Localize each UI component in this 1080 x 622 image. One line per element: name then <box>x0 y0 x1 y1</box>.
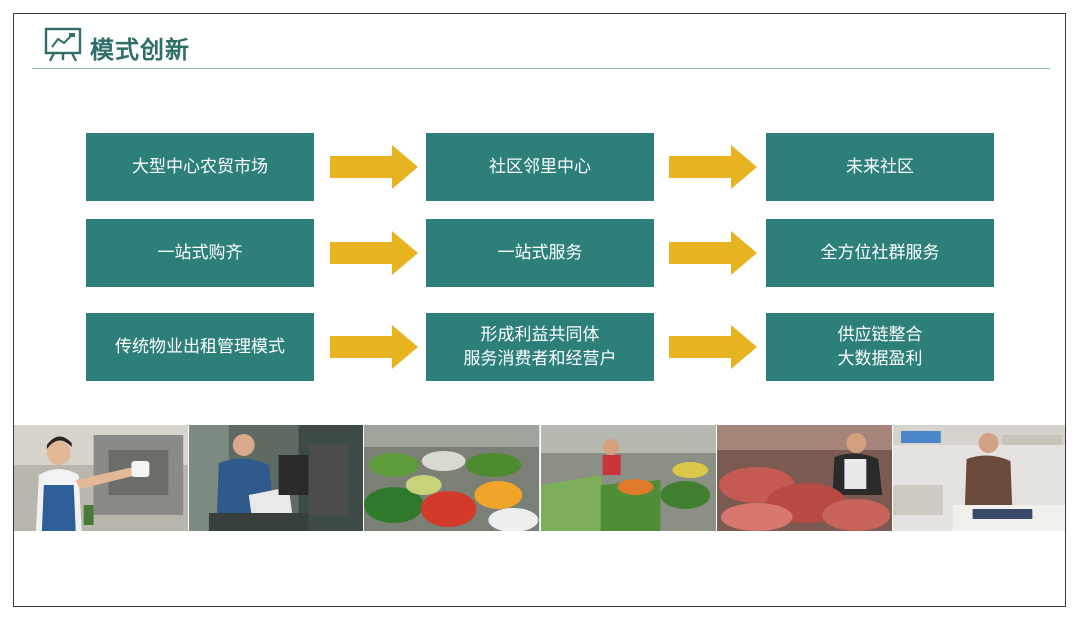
box-text: 一站式购齐 <box>157 243 243 263</box>
row2-box2: 一站式服务 <box>426 219 654 287</box>
arrow-right-icon <box>330 231 418 275</box>
arrow-right-icon <box>669 231 757 275</box>
box-text: 大型中心农贸市场 <box>132 157 268 177</box>
row2-box1: 一站式购齐 <box>86 219 314 287</box>
box-text-line2: 大数据盈利 <box>837 349 923 369</box>
row3-box3: 供应链整合 大数据盈利 <box>766 313 994 381</box>
arrow-right-icon <box>669 145 757 189</box>
box-text: 全方位社群服务 <box>820 243 940 263</box>
photo-strip <box>14 425 1065 531</box>
box-text-line2: 服务消费者和经营户 <box>463 349 617 369</box>
tailor-shop-photo <box>892 425 1065 531</box>
box-text-line1: 供应链整合 <box>837 325 923 345</box>
butcher-meat-photo <box>716 425 893 531</box>
row1-box1: 大型中心农贸市场 <box>86 133 314 201</box>
arrow-right-icon <box>330 145 418 189</box>
vegetable-stall-photo <box>364 425 541 531</box>
box-text: 未来社区 <box>846 157 914 177</box>
box-text: 一站式服务 <box>497 243 583 263</box>
row3-box2: 形成利益共同体 服务消费者和经营户 <box>426 313 654 381</box>
tailor-repair-photo <box>189 425 365 531</box>
cleaning-staff-photo <box>14 425 190 531</box>
arrow-right-icon <box>330 325 418 369</box>
row3-box1: 传统物业出租管理模式 <box>86 313 314 381</box>
market-produce-photo <box>540 425 717 531</box>
box-text: 社区邻里中心 <box>489 157 591 177</box>
box-text-line1: 形成利益共同体 <box>480 325 600 345</box>
presentation-board-icon <box>44 27 82 63</box>
page-title: 模式创新 <box>90 36 190 64</box>
arrow-right-icon <box>669 325 757 369</box>
title-divider <box>32 68 1050 69</box>
row2-box3: 全方位社群服务 <box>766 219 994 287</box>
row1-box2: 社区邻里中心 <box>426 133 654 201</box>
slide: 模式创新 大型中心农贸市场 社区邻里中心 未来社区 一站式购齐 一站式服务 全方… <box>13 13 1066 607</box>
box-text: 传统物业出租管理模式 <box>115 337 285 357</box>
row1-box3: 未来社区 <box>766 133 994 201</box>
